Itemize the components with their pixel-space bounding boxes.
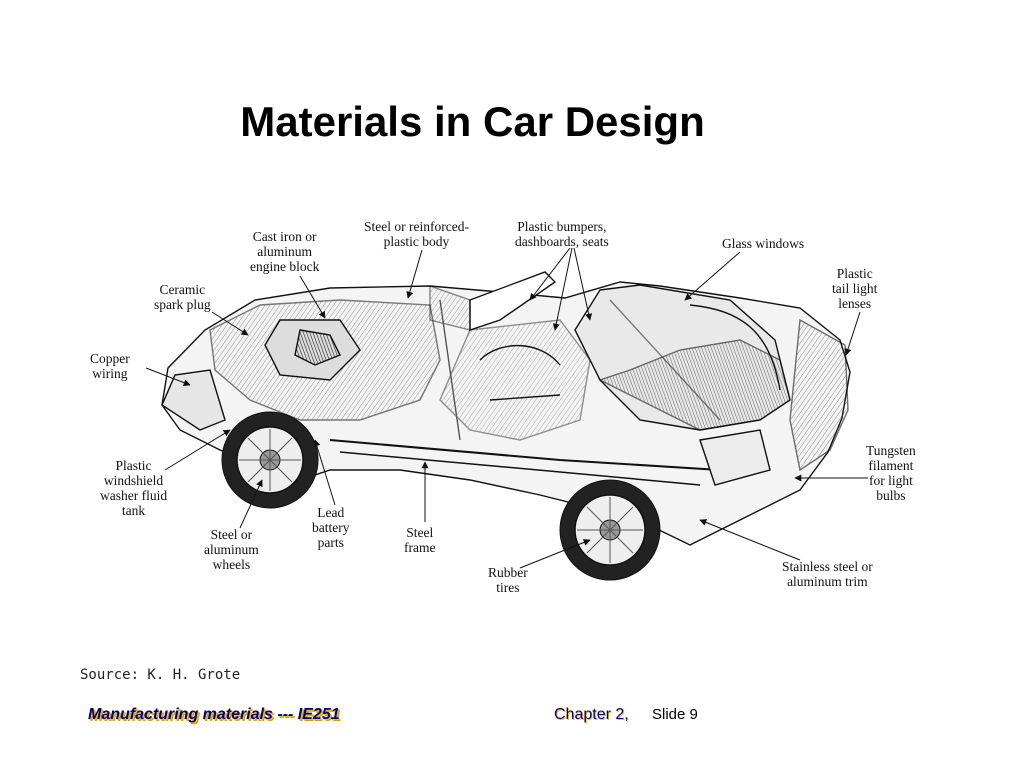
label-line: Plastic xyxy=(836,266,873,281)
label-spark-plug: Ceramic spark plug xyxy=(154,282,211,312)
label-line: Plastic xyxy=(115,458,152,473)
footer-course: Manufacturing materials --- IE251 xyxy=(88,706,340,723)
label-line: aluminum xyxy=(257,244,313,259)
label-line: Cast iron or xyxy=(252,229,317,244)
label-line: Copper xyxy=(90,351,130,366)
label-line: lenses xyxy=(838,296,872,311)
label-line: aluminum xyxy=(204,542,259,557)
label-line: Steel or reinforced- xyxy=(364,219,469,234)
front-bumper xyxy=(161,369,226,431)
label-line: spark plug xyxy=(154,297,211,312)
label-line: tail light xyxy=(832,281,878,296)
label-tires: Rubber tires xyxy=(488,565,528,595)
label-filament: Tungsten filament for light bulbs xyxy=(866,443,916,503)
label-line: Rubber xyxy=(488,565,528,580)
label-line: washer fluid xyxy=(100,488,168,503)
leader-lines xyxy=(145,247,868,569)
label-line: for light xyxy=(868,473,913,488)
label-line: wheels xyxy=(212,557,251,572)
rear-shading xyxy=(598,339,791,431)
rear-wheel xyxy=(559,479,661,581)
label-line: Plastic bumpers, xyxy=(517,219,607,234)
label-line: Steel xyxy=(406,525,434,540)
label-trim: Stainless steel or aluminum trim xyxy=(782,559,873,589)
slide-title: Materials in Car Design xyxy=(240,98,705,145)
label-line: tank xyxy=(121,503,146,518)
car-illustration xyxy=(161,271,851,546)
label-line: Steel or xyxy=(210,527,253,542)
front-wheel xyxy=(221,411,319,509)
label-line: engine block xyxy=(250,259,320,274)
label-windows: Glass windows xyxy=(722,236,804,251)
steel-frame xyxy=(329,439,721,471)
label-line: Stainless steel or xyxy=(782,559,873,574)
footer-chapter: Chapter 2, xyxy=(554,706,629,723)
label-line: battery xyxy=(312,520,350,535)
label-line: aluminum trim xyxy=(787,574,868,589)
tail-panel xyxy=(789,318,849,472)
label-line: parts xyxy=(317,535,344,550)
label-bumpers: Plastic bumpers, dashboards, seats xyxy=(515,219,609,249)
label-line: Tungsten xyxy=(866,443,916,458)
label-line: Glass windows xyxy=(722,236,805,251)
label-line: wiring xyxy=(92,366,128,381)
label-line: plastic body xyxy=(383,234,450,249)
label-tail-light: Plastic tail light lenses xyxy=(832,266,877,311)
label-line: windshield xyxy=(103,473,164,488)
label-frame: Steel frame xyxy=(404,525,435,555)
label-line: Ceramic xyxy=(159,282,206,297)
source-credit: Source: K. H. Grote xyxy=(80,667,241,683)
label-line: filament xyxy=(868,458,914,473)
label-engine-block: Cast iron or aluminum engine block xyxy=(250,229,319,274)
footer-slide-number: Slide 9 xyxy=(652,706,698,723)
label-line: bulbs xyxy=(876,488,906,503)
label-body: Steel or reinforced- plastic body xyxy=(364,219,469,249)
label-line: tires xyxy=(496,580,520,595)
label-wiring: Copper wiring xyxy=(90,351,130,381)
label-washer-tank: Plastic windshield washer fluid tank xyxy=(100,458,167,518)
label-wheels: Steel or aluminum wheels xyxy=(204,527,259,572)
label-battery: Lead battery parts xyxy=(312,505,349,550)
interior xyxy=(439,319,591,441)
label-line: Lead xyxy=(317,505,345,520)
label-line: frame xyxy=(404,540,436,555)
label-line: dashboards, seats xyxy=(515,234,609,249)
